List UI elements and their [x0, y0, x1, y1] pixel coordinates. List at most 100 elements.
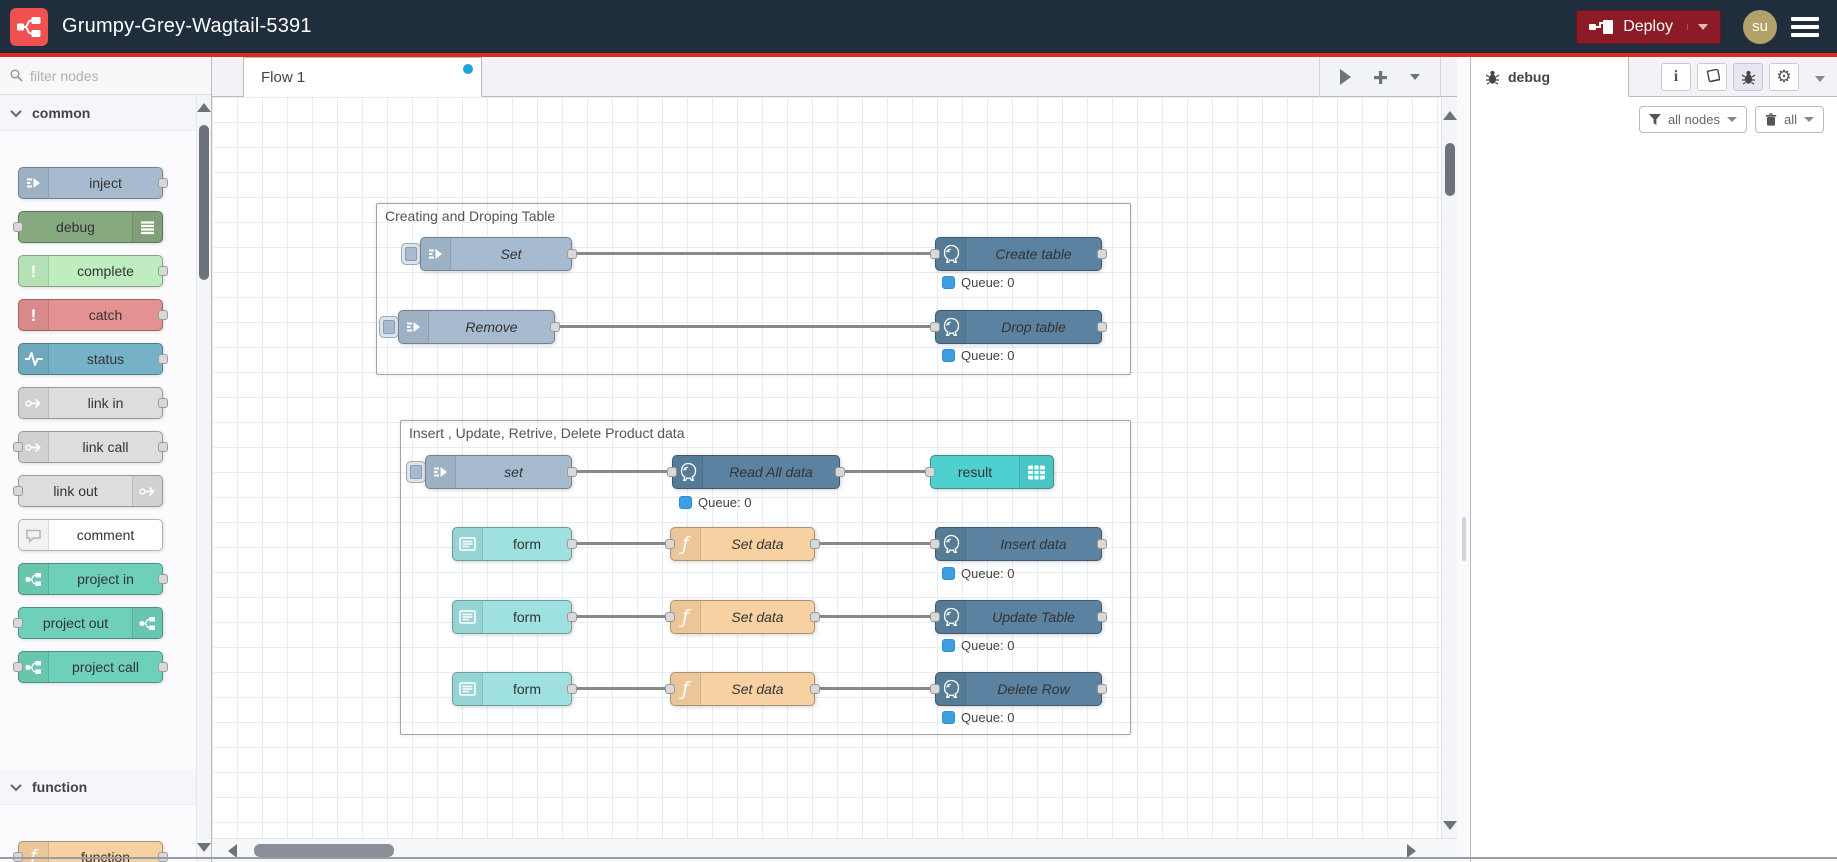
input-port[interactable] [925, 467, 935, 477]
palette-node-project-out[interactable]: project out [13, 607, 163, 639]
palette-search-input[interactable] [30, 67, 170, 84]
canvas-vscrollbar[interactable] [1441, 97, 1457, 838]
sidebar-tab-debug[interactable]: debug [1471, 57, 1629, 97]
output-port[interactable] [1097, 612, 1107, 622]
input-port[interactable] [13, 222, 23, 232]
wire[interactable] [572, 470, 672, 473]
flow-node-Create-table[interactable]: Create table [930, 237, 1107, 271]
inject-button[interactable] [401, 243, 421, 265]
splitter-grip[interactable] [1462, 517, 1466, 561]
input-port[interactable] [665, 684, 675, 694]
output-port[interactable] [158, 398, 168, 408]
output-port[interactable] [567, 684, 577, 694]
canvas-vscrollbar-thumb[interactable] [1445, 143, 1455, 196]
wire[interactable] [572, 542, 670, 545]
debug-filter-button[interactable]: all nodes [1638, 106, 1747, 133]
input-port[interactable] [930, 539, 940, 549]
inject-button[interactable] [379, 316, 399, 338]
input-port[interactable] [13, 486, 23, 496]
deploy-options-caret[interactable] [1687, 23, 1708, 30]
input-port[interactable] [667, 467, 677, 477]
wire[interactable] [815, 615, 935, 618]
palette-category-common[interactable]: common [0, 95, 211, 131]
output-port[interactable] [835, 467, 845, 477]
inject-button[interactable] [406, 461, 426, 483]
output-port[interactable] [1097, 322, 1107, 332]
output-port[interactable] [567, 467, 577, 477]
next-flow-icon[interactable] [1340, 69, 1351, 85]
flow-node-Insert-data[interactable]: Insert data [930, 527, 1107, 561]
canvas-scroll-down-icon[interactable] [1443, 821, 1457, 830]
sidebar-tabs-caret-icon[interactable] [1815, 69, 1825, 85]
output-port[interactable] [550, 322, 560, 332]
debug-clear-button[interactable]: all [1754, 106, 1824, 133]
output-port[interactable] [810, 539, 820, 549]
input-port[interactable] [13, 442, 23, 452]
palette-node-catch[interactable]: !catch [18, 299, 168, 331]
canvas-scroll-right-icon[interactable] [1407, 844, 1416, 858]
config-tab-button[interactable]: ⚙ [1769, 62, 1799, 91]
canvas-scroll-up-icon[interactable] [1443, 111, 1457, 120]
add-flow-icon[interactable] [1373, 70, 1388, 85]
output-port[interactable] [1097, 684, 1107, 694]
sidebar-splitter[interactable] [1457, 57, 1471, 862]
palette-node-link-in[interactable]: link in [18, 387, 168, 419]
flow-node-Update-Table[interactable]: Update Table [930, 600, 1107, 634]
palette-node-status[interactable]: status [18, 343, 168, 375]
output-port[interactable] [1097, 249, 1107, 259]
wire[interactable] [572, 252, 935, 255]
output-port[interactable] [567, 249, 577, 259]
palette-node-link-call[interactable]: link call [13, 431, 168, 463]
palette-scrollbar[interactable] [196, 95, 211, 862]
palette-scroll-up-icon[interactable] [197, 103, 211, 112]
flow-node-Set[interactable]: Set [420, 237, 577, 271]
flow-node-form[interactable]: form [452, 527, 577, 561]
output-port[interactable] [1097, 539, 1107, 549]
palette-node-comment[interactable]: comment [18, 519, 163, 551]
flow-node-set[interactable]: set [425, 455, 577, 489]
output-port[interactable] [810, 612, 820, 622]
flow-node-Read-All-data[interactable]: Read All data [667, 455, 845, 489]
wire[interactable] [572, 615, 670, 618]
palette-node-debug[interactable]: debug [13, 211, 163, 243]
output-port[interactable] [810, 684, 820, 694]
flow-group[interactable]: Creating and Droping Table [376, 203, 1131, 375]
user-avatar[interactable]: su [1743, 9, 1777, 44]
output-port[interactable] [158, 442, 168, 452]
wire[interactable] [572, 687, 670, 690]
output-port[interactable] [158, 354, 168, 364]
wire[interactable] [555, 325, 935, 328]
help-tab-button[interactable] [1697, 62, 1727, 91]
input-port[interactable] [930, 249, 940, 259]
palette-node-link-out[interactable]: link out [13, 475, 163, 507]
palette-node-project-call[interactable]: project call [13, 651, 168, 683]
palette-node-complete[interactable]: !complete [18, 255, 168, 287]
output-port[interactable] [567, 539, 577, 549]
input-port[interactable] [930, 684, 940, 694]
flow-group[interactable]: Insert , Update, Retrive, Delete Product… [400, 420, 1131, 735]
output-port[interactable] [567, 612, 577, 622]
palette-node-inject[interactable]: inject [18, 167, 168, 199]
wire[interactable] [815, 687, 935, 690]
input-port[interactable] [13, 662, 23, 672]
flow-list-caret-icon[interactable] [1410, 74, 1420, 80]
output-port[interactable] [158, 662, 168, 672]
debug-tab-button[interactable] [1733, 62, 1763, 91]
output-port[interactable] [158, 178, 168, 188]
wire[interactable] [815, 542, 935, 545]
canvas-scroll-left-icon[interactable] [228, 844, 237, 858]
palette-node-project-in[interactable]: project in [18, 563, 168, 595]
flow-node-Remove[interactable]: Remove [398, 310, 560, 344]
palette-scroll-down-icon[interactable] [197, 843, 211, 852]
flow-node-form[interactable]: form [452, 600, 577, 634]
palette-scrollbar-thumb[interactable] [199, 125, 209, 280]
input-port[interactable] [665, 612, 675, 622]
input-port[interactable] [13, 618, 23, 628]
input-port[interactable] [665, 539, 675, 549]
flow-node-result[interactable]: result [925, 455, 1054, 489]
input-port[interactable] [930, 612, 940, 622]
flow-node-Delete-Row[interactable]: Delete Row [930, 672, 1107, 706]
